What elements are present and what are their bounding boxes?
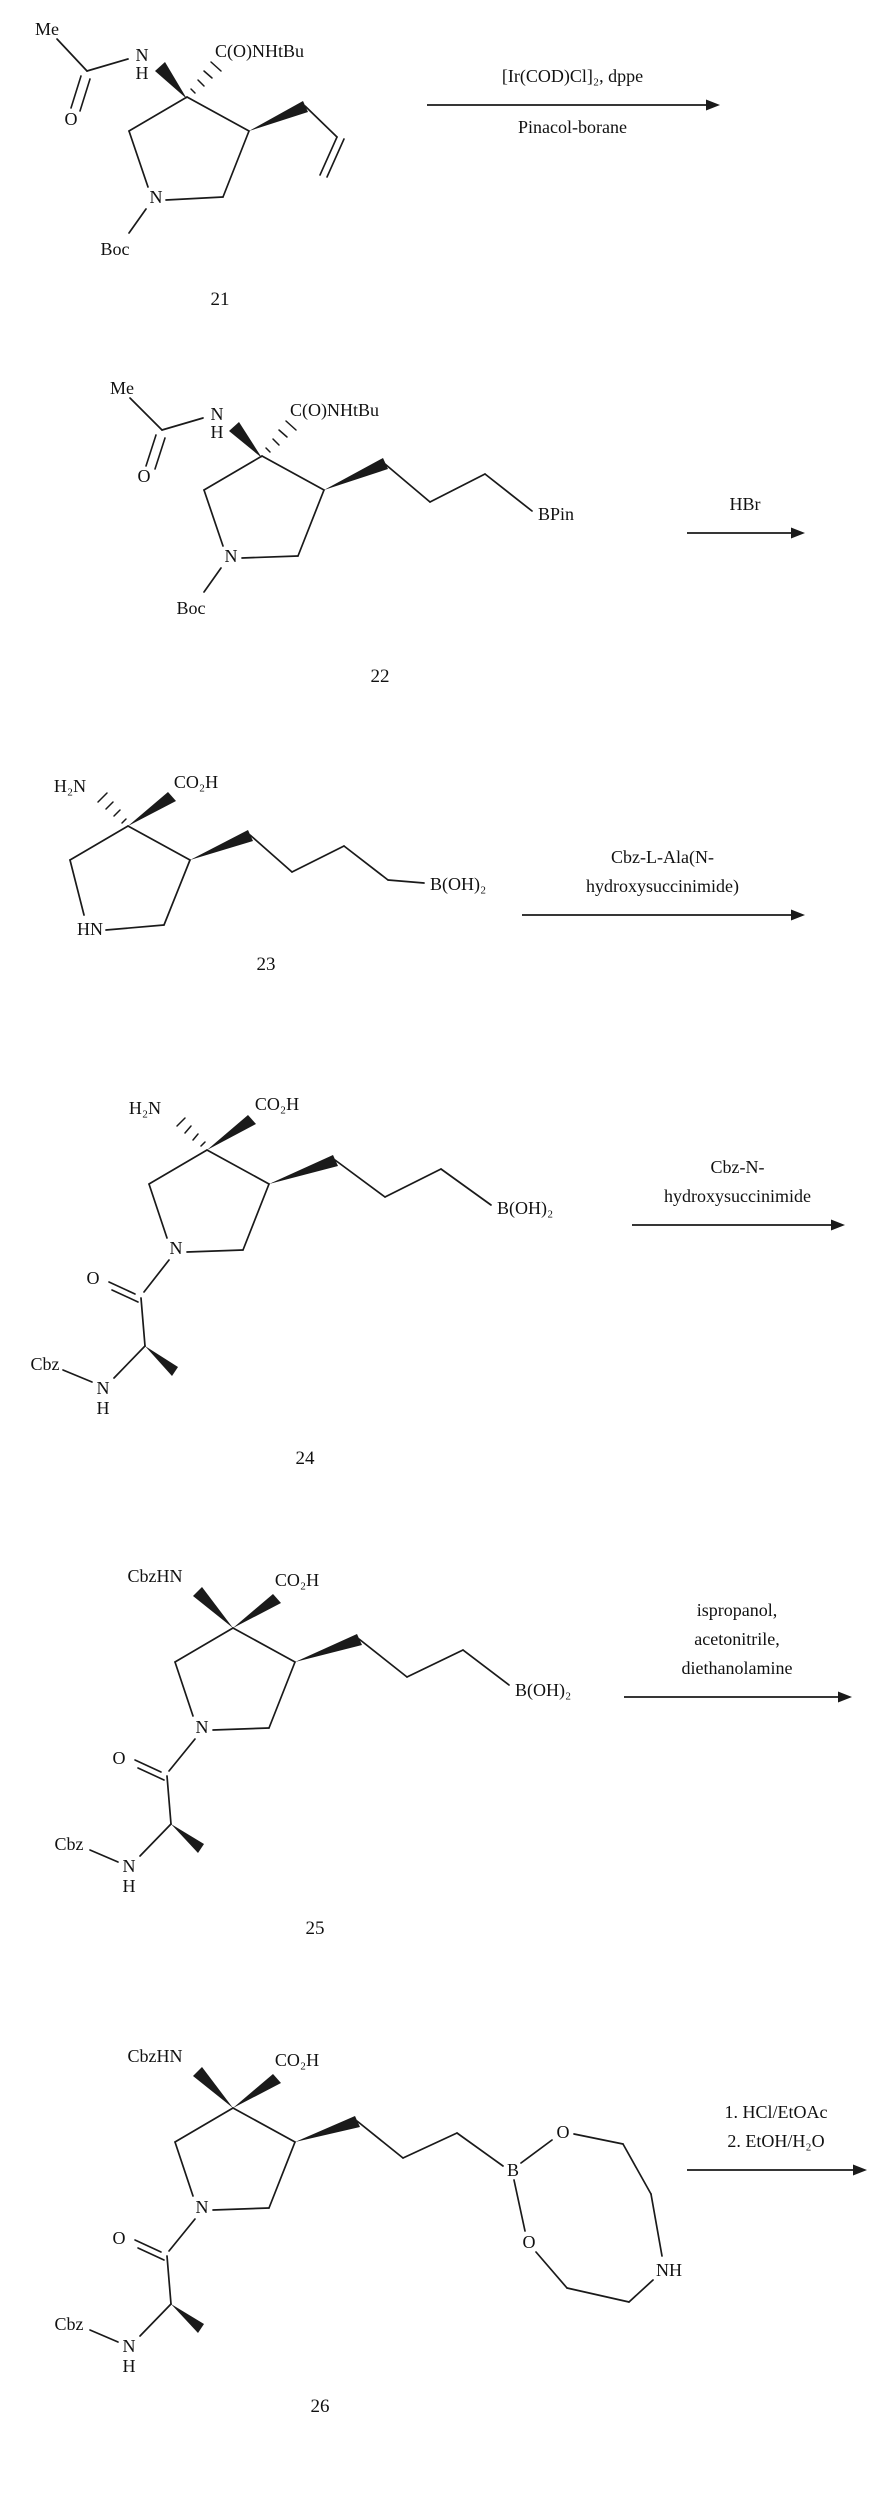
compound-24-structure: H₂N CO₂H N O Cbz N H B(OH)₂ 24	[31, 1094, 554, 1469]
step-6-conditions-line2: 2. EtOH/H₂O	[727, 2131, 825, 2151]
atom-label-nh-h: H	[123, 2356, 136, 2376]
step-5-conditions-line2: acetonitrile,	[694, 1629, 780, 1649]
group-label-cbzhn: CbzHN	[128, 2046, 183, 2066]
reaction-arrow-icon	[687, 527, 805, 539]
group-label-amide: C(O)NHtBu	[215, 41, 304, 62]
atom-label-amide-n: N	[211, 404, 224, 424]
group-label-cbzhn: CbzHN	[128, 1566, 183, 1586]
step-4-conditions-line1: Cbz-N-	[710, 1157, 765, 1177]
group-label-boronic: B(OH)₂	[430, 874, 486, 895]
reaction-arrow-icon	[427, 99, 720, 111]
atom-label-nh-n: N	[123, 1856, 136, 1876]
group-label-acid: CO₂H	[174, 772, 218, 792]
reaction-arrow-icon	[624, 1691, 852, 1703]
compound-number-21: 21	[211, 289, 230, 310]
step-6-conditions-line1: 1. HCl/EtOAc	[724, 2102, 828, 2122]
compound-number-23: 23	[257, 954, 276, 975]
atom-label-ring-n: N	[196, 1717, 209, 1737]
compound-26-structure: CbzHN CO₂H N O Cbz N H B O O NH 26	[55, 2046, 683, 2417]
group-label-bpin: BPin	[538, 504, 574, 524]
reaction-arrow-icon	[687, 2164, 867, 2176]
compound-23-structure: H₂N CO₂H HN B(OH)₂ 23	[54, 772, 486, 975]
atom-label-amide-h: H	[136, 63, 149, 83]
group-label-acid: CO₂H	[275, 1570, 319, 1590]
compound-25-skeleton	[89, 1587, 510, 1863]
group-label-cbz: Cbz	[55, 1834, 84, 1854]
atom-label-carbonyl-o: O	[138, 466, 151, 486]
step-4-conditions-line2: hydroxysuccinimide	[664, 1186, 811, 1206]
atom-label-me: Me	[35, 19, 59, 39]
reaction-step-1: [Ir(COD)Cl]₂, dppe Pinacol-borane	[425, 62, 720, 142]
compound-21-structure: Me N H O C(O)NHtBu N Boc 21	[35, 19, 345, 310]
group-label-acid: CO₂H	[275, 2050, 319, 2070]
atom-label-boron: B	[507, 2160, 519, 2180]
step-5-conditions-line1: ispropanol,	[696, 1600, 778, 1620]
atom-label-me: Me	[110, 378, 134, 398]
step-1-conditions-above: [Ir(COD)Cl]₂, dppe	[501, 66, 644, 86]
atom-label-nh-n: N	[123, 2336, 136, 2356]
step-3-conditions-line1: Cbz-L-Ala(N-	[611, 847, 714, 867]
compound-number-24: 24	[296, 1448, 316, 1469]
group-label-cbz: Cbz	[55, 2314, 84, 2334]
atom-label-carbonyl-o: O	[87, 1268, 100, 1288]
compound-21-skeleton	[56, 38, 345, 234]
atom-label-ring-n: N	[170, 1238, 183, 1258]
compound-number-26: 26	[311, 2396, 330, 2417]
reaction-step-5: ispropanol, acetonitrile, diethanolamine	[622, 1596, 852, 1705]
reaction-step-3: Cbz-L-Ala(N- hydroxysuccinimide)	[520, 843, 805, 923]
step-3-conditions-line2: hydroxysuccinimide)	[586, 876, 739, 896]
atom-label-ring-n: N	[225, 546, 238, 566]
group-label-boc: Boc	[101, 239, 130, 259]
atom-label-nh-h: H	[123, 1876, 136, 1896]
group-label-boc: Boc	[177, 598, 206, 618]
reaction-arrow-icon	[522, 909, 805, 921]
group-label-amide: C(O)NHtBu	[290, 400, 379, 421]
atom-label-ring-n: N	[150, 187, 163, 207]
reaction-step-2: HBr	[685, 490, 805, 541]
atom-label-carbonyl-o: O	[113, 1748, 126, 1768]
compound-24-skeleton	[62, 1115, 492, 1383]
atom-label-ring-n: N	[196, 2197, 209, 2217]
atom-label-carbonyl-o: O	[65, 109, 78, 129]
atom-label-nh-n: N	[97, 1378, 110, 1398]
atom-label-ring-nh: NH	[656, 2260, 682, 2280]
step-2-conditions-above: HBr	[729, 494, 761, 514]
compound-25-structure: CbzHN CO₂H N O Cbz N H B(OH)₂ 25	[55, 1566, 572, 1939]
group-label-boronic: B(OH)₂	[497, 1198, 553, 1219]
compound-26-skeleton	[89, 2067, 663, 2343]
atom-label-ring-nh: HN	[77, 919, 103, 939]
atom-label-ring-o-top: O	[557, 2122, 570, 2142]
atom-label-amide-n: N	[136, 45, 149, 65]
step-5-conditions-line3: diethanolamine	[681, 1658, 793, 1678]
reaction-step-6: 1. HCl/EtOAc 2. EtOH/H₂O	[685, 2098, 867, 2178]
compound-number-22: 22	[371, 666, 390, 687]
atom-label-carbonyl-o: O	[113, 2228, 126, 2248]
group-label-boronic: B(OH)₂	[515, 1680, 571, 1701]
compound-number-25: 25	[306, 1918, 325, 1939]
atom-label-nh-h: H	[97, 1398, 110, 1418]
group-label-cbz: Cbz	[31, 1354, 60, 1374]
group-label-amine: H₂N	[54, 776, 86, 796]
compound-23-skeleton	[69, 792, 425, 931]
compound-22-skeleton	[129, 397, 533, 593]
reaction-step-4: Cbz-N- hydroxysuccinimide	[630, 1153, 845, 1233]
atom-label-amide-h: H	[211, 422, 224, 442]
atom-label-ring-o-bottom: O	[523, 2232, 536, 2252]
reaction-arrow-icon	[632, 1219, 845, 1231]
step-1-conditions-below: Pinacol-borane	[518, 117, 627, 137]
group-label-amine: H₂N	[129, 1098, 161, 1118]
compound-22-structure: Me N H O C(O)NHtBu N Boc BPin 22	[110, 378, 574, 687]
group-label-acid: CO₂H	[255, 1094, 299, 1114]
